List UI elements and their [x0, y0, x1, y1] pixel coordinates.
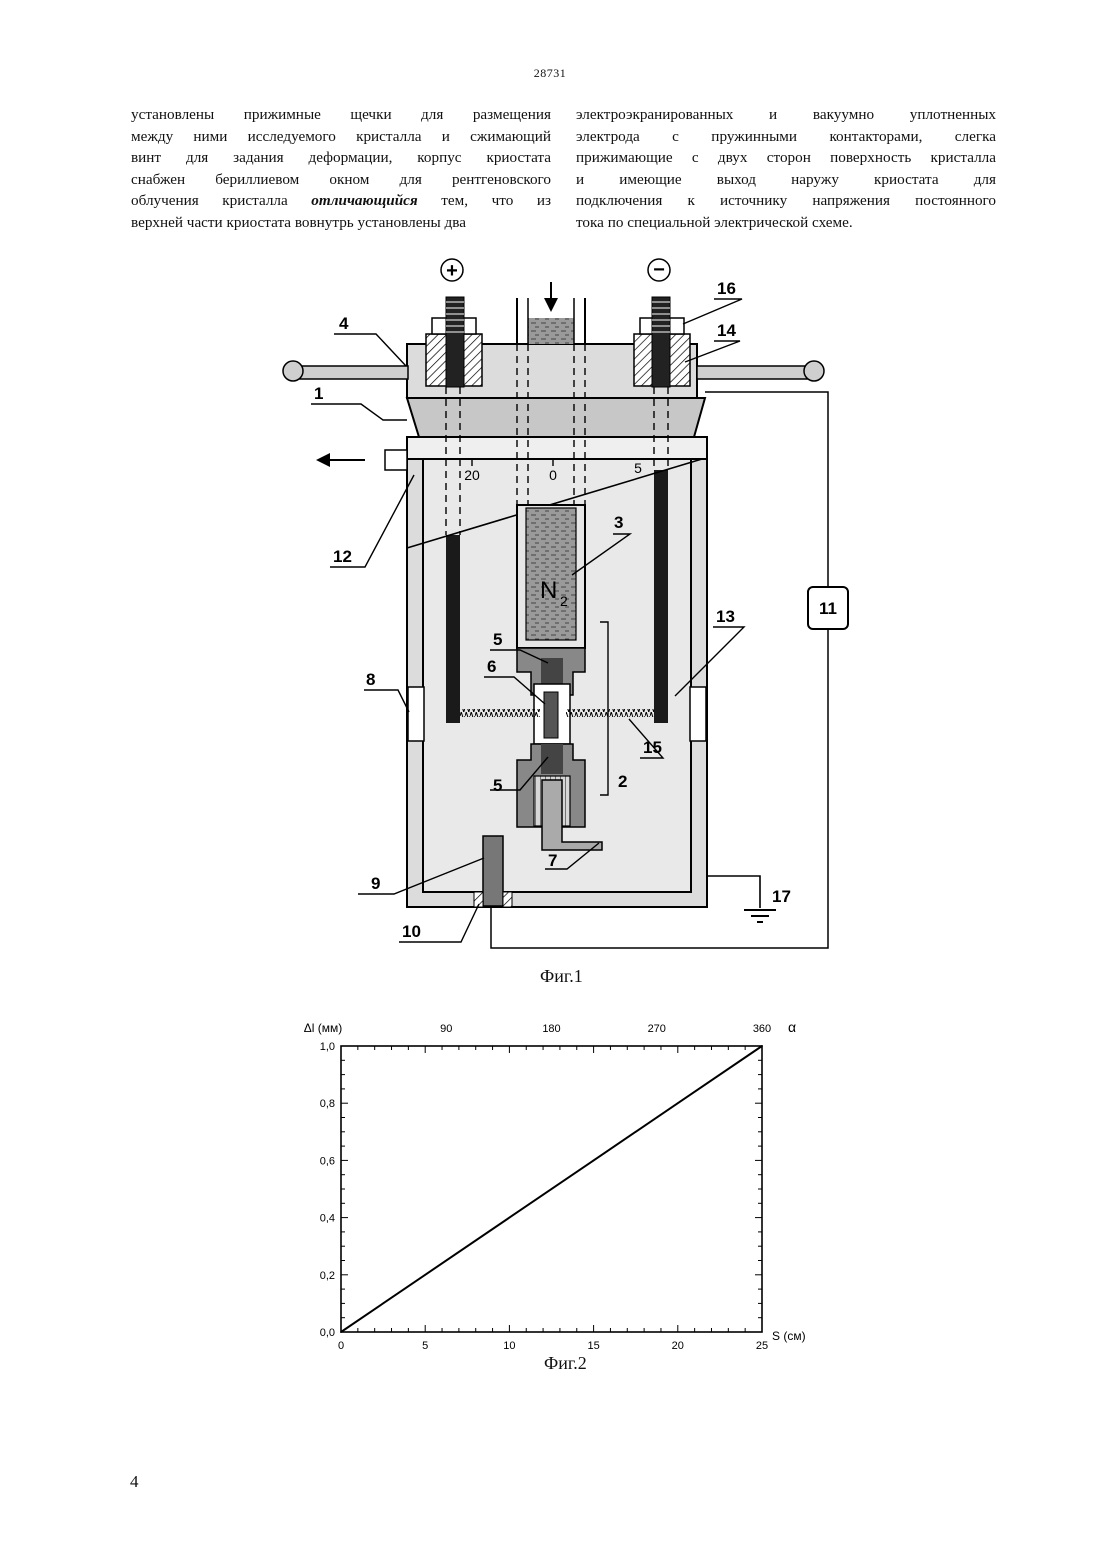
text-fragment: тем, что из: [418, 192, 551, 209]
text-line: винт для задания деформации, корпус крио…: [131, 147, 551, 169]
y-tick-label: 0,6: [320, 1155, 335, 1167]
scale-label-20: 20: [464, 467, 480, 483]
x-tick-label: 20: [672, 1340, 684, 1352]
x-axis-label: S (см): [772, 1329, 806, 1343]
label-7: 7: [548, 851, 557, 870]
data-point: [340, 1331, 342, 1333]
data-point: [677, 1102, 679, 1104]
text-line: снабжен бериллиевом окном для рентгеновс…: [131, 169, 551, 191]
electrode-left: [446, 535, 460, 723]
beryllium-window-right: [690, 687, 706, 741]
label-5-bottom: 5: [493, 776, 502, 795]
text-line: электрода с пружинными контакторами, сле…: [576, 126, 996, 148]
x2-tick-label: 270: [648, 1023, 666, 1035]
cryostat-lid: [407, 398, 705, 437]
figure-2-chart: 0 5 10 15 20 25 0,0 0,2 0,4 0,6 0,8 1,0 90 180 270 360S…: [300, 1012, 820, 1362]
bottom-electrode: [483, 836, 503, 906]
text-column-right: электроэкранированных и вакуумно уплотне…: [576, 104, 996, 234]
label-4: 4: [339, 314, 349, 333]
text-column-left: установлены прижимные щечки для размещен…: [131, 104, 551, 234]
text-line: тока по специальной электрической схеме.: [576, 212, 996, 234]
text-line: подключения к источнику напряжения посто…: [576, 190, 996, 212]
label-16: 16: [717, 279, 736, 298]
handle-knob-right: [804, 361, 824, 381]
label-17: 17: [772, 887, 791, 906]
scale-ring: [407, 437, 707, 459]
plus-sign: +: [446, 260, 458, 282]
emphasized-term: отличающийся: [311, 192, 417, 209]
data-point: [424, 1274, 426, 1276]
text-line: облучения кристалла отличающийся тем, чт…: [131, 190, 551, 212]
figure-1-caption: Фиг.1: [540, 966, 583, 987]
y-tick-label: 0,2: [320, 1270, 335, 1282]
text-line: электроэкранированных и вакуумно уплотне…: [576, 104, 996, 126]
text-line: верхней части криостата вовнутрь установ…: [131, 212, 551, 234]
label-14: 14: [717, 321, 736, 340]
label-15: 15: [643, 738, 662, 757]
text-line: установлены прижимные щечки для размещен…: [131, 104, 551, 126]
x2-axis-label: α: [788, 1019, 796, 1035]
label-13: 13: [716, 607, 735, 626]
text-fragment: облучения кристалла: [131, 192, 311, 209]
minus-sign: −: [653, 259, 665, 281]
electrode-right: [654, 470, 668, 723]
patent-number: 28731: [0, 66, 1100, 81]
data-point: [509, 1217, 511, 1219]
label-9: 9: [371, 874, 380, 893]
label-2: 2: [618, 772, 627, 791]
x-tick-label: 10: [503, 1340, 515, 1352]
x-tick-label: 15: [587, 1340, 599, 1352]
nitrogen-subscript: 2: [560, 593, 568, 609]
label-8: 8: [366, 670, 375, 689]
x-tick-label: 5: [422, 1340, 428, 1352]
beryllium-window-left: [408, 687, 424, 741]
data-point: [593, 1160, 595, 1162]
y-axis-label: Δl (мм): [304, 1021, 343, 1035]
figure-1-cryostat-diagram: N 2 + − 20 0 5 11: [270, 250, 860, 970]
label-6: 6: [487, 657, 496, 676]
x2-tick-label: 90: [440, 1023, 452, 1035]
x2-tick-label: 360: [753, 1023, 771, 1035]
handle-knob-left: [283, 361, 303, 381]
label-10: 10: [402, 922, 421, 941]
y-tick-label: 0,4: [320, 1213, 335, 1225]
handle-right: [697, 366, 807, 379]
text-line: и имеющие выход наружу криостата для: [576, 169, 996, 191]
y-tick-label: 0,8: [320, 1098, 335, 1110]
x-tick-label: 0: [338, 1340, 344, 1352]
page-number: 4: [130, 1472, 139, 1492]
power-source-label: 11: [819, 599, 837, 618]
y-tick-label: 0,0: [320, 1327, 335, 1339]
label-5-top: 5: [493, 630, 502, 649]
nitrogen-label: N: [540, 577, 557, 604]
text-line: между ними исследуемого кристалла и сжим…: [131, 126, 551, 148]
data-point: [761, 1045, 763, 1047]
crystal: [544, 692, 558, 738]
scale-label-0: 0: [549, 467, 557, 483]
handle-left: [300, 366, 408, 379]
figure-2-caption: Фиг.2: [544, 1353, 587, 1374]
x-tick-label: 25: [756, 1340, 768, 1352]
text-line: прижимающие с двух сторон поверхность кр…: [576, 147, 996, 169]
label-12: 12: [333, 547, 352, 566]
label-1: 1: [314, 384, 323, 403]
x2-tick-label: 180: [542, 1023, 560, 1035]
label-3: 3: [614, 513, 623, 532]
y-tick-label: 1,0: [320, 1041, 335, 1053]
series-line: [341, 1046, 762, 1332]
scale-label-5: 5: [634, 460, 642, 476]
